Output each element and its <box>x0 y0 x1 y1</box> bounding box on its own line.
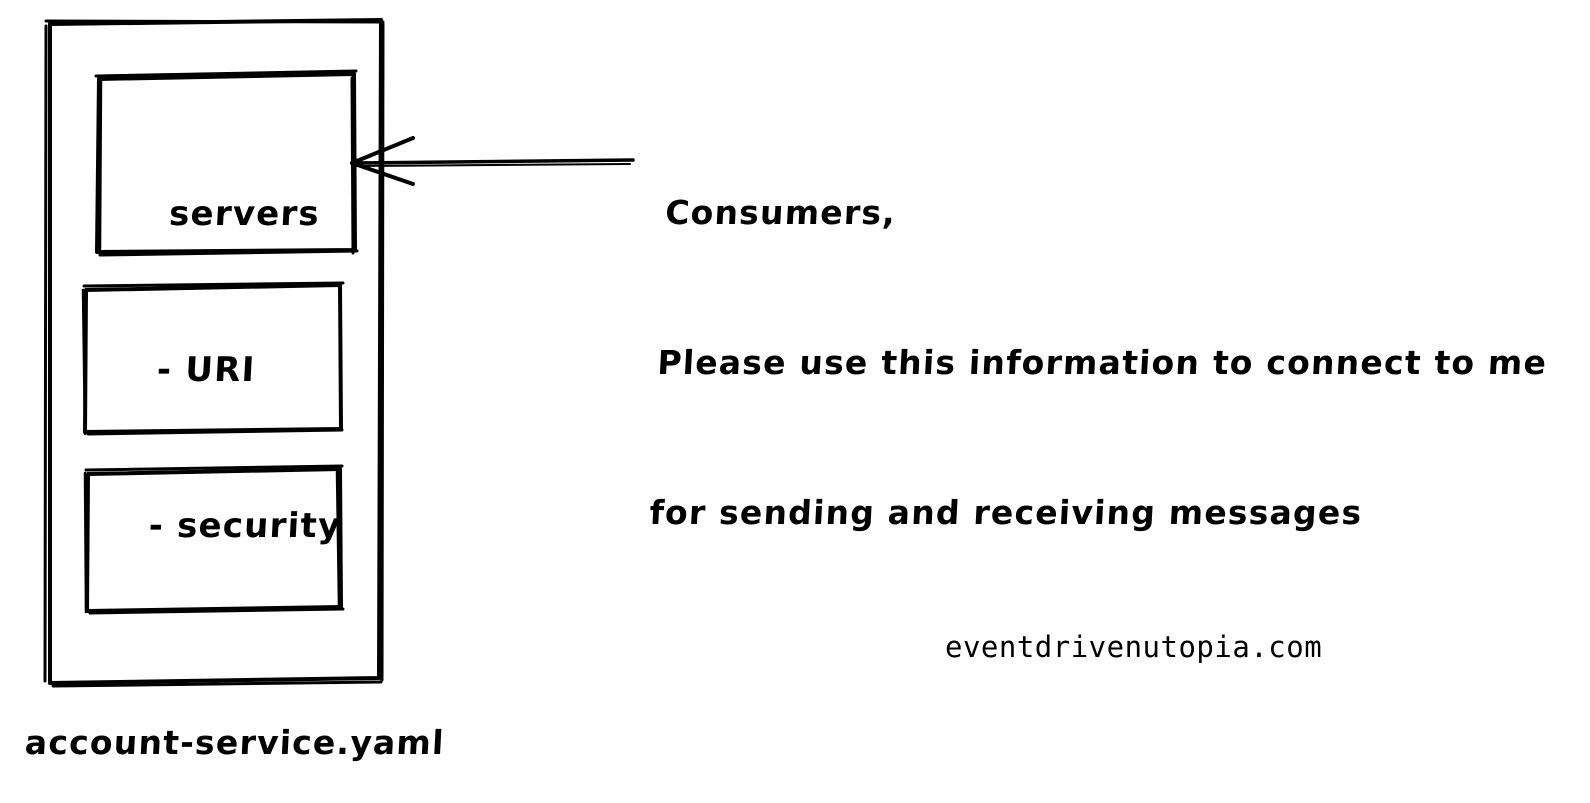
servers-section-content: servers - URI - security <box>140 84 364 656</box>
annotation-text: Consumers, Please use this information t… <box>643 88 1562 638</box>
watermark-url: eventdrivenutopia.com <box>945 630 1323 664</box>
servers-title: servers <box>168 194 321 234</box>
annotation-arrow <box>350 136 635 186</box>
annotation-line-3: for sending and receiving messages <box>648 493 1364 532</box>
servers-item-uri: - URI <box>155 350 257 390</box>
annotation-line-1: Consumers, <box>664 193 898 232</box>
servers-item-security: - security <box>147 506 343 546</box>
annotation-line-2: Please use this information to connect t… <box>656 343 1549 382</box>
file-name-caption: account-service.yaml <box>24 723 446 762</box>
